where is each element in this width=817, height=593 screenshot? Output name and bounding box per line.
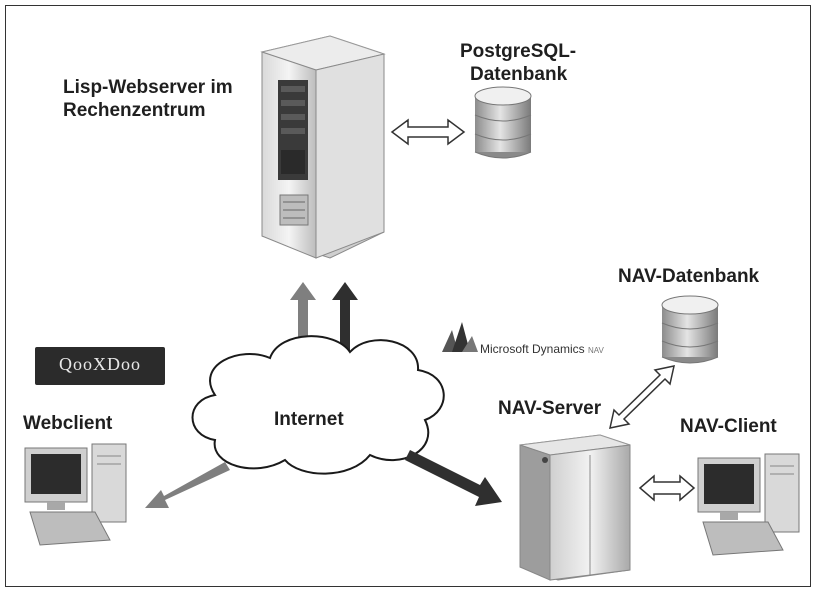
double-arrow-icon [609, 365, 675, 429]
qooxdoo-logo: QooXDoo [35, 347, 165, 385]
arrow-icon [145, 462, 230, 508]
microsoft-dynamics-logo-icon [442, 322, 478, 352]
arrow-icon [290, 282, 358, 355]
qooxdoo-logo-text: QooXDoo [59, 354, 141, 374]
double-arrow-icon [390, 118, 466, 146]
internet-label: Internet [274, 409, 344, 430]
arrow-icon [405, 450, 502, 506]
microsoft-dynamics-text: Microsoft Dynamics [480, 342, 585, 356]
double-arrow-icon [638, 474, 696, 502]
microsoft-dynamics-nav-text: NAV [588, 346, 604, 355]
webclient-label: Webclient [23, 413, 113, 434]
diagram-frame [5, 5, 811, 587]
microsoft-dynamics-logo: Microsoft Dynamics NAV [480, 342, 604, 356]
desktop-computer-icon [697, 453, 800, 556]
postgres-label-line1: PostgreSQL- [460, 41, 577, 62]
server-rack-icon [260, 35, 386, 259]
database-icon [661, 295, 719, 364]
webserver-label-line1: Lisp-Webserver im [63, 77, 233, 98]
tower-server-icon [519, 434, 631, 581]
webserver-label-line2: Rechenzentrum [63, 100, 206, 121]
nav-server-label: NAV-Server [498, 398, 602, 419]
database-icon [474, 86, 532, 159]
cloud-icon [191, 335, 445, 475]
postgres-label-line2: Datenbank [470, 64, 568, 85]
nav-client-label: NAV-Client [680, 416, 777, 437]
postgres-label: PostgreSQL- Datenbank [460, 40, 576, 86]
webserver-label: Lisp-Webserver im Rechenzentrum [63, 76, 233, 122]
nav-database-label: NAV-Datenbank [618, 266, 760, 287]
desktop-computer-icon [24, 443, 127, 546]
